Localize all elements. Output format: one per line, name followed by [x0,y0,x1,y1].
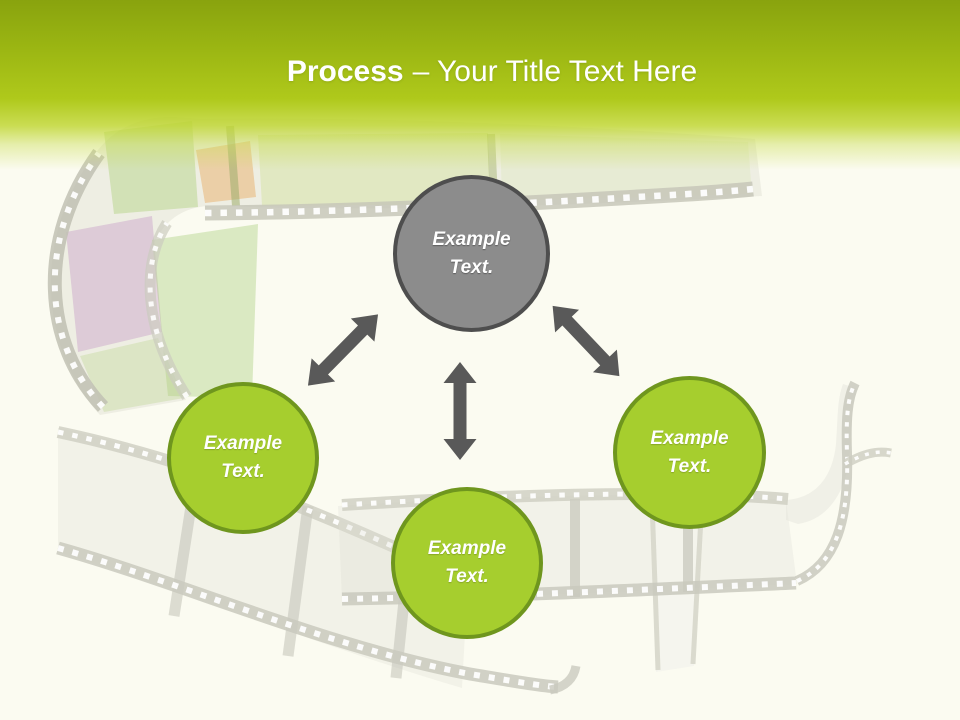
double-arrow-left-icon [307,314,379,386]
node-bottom: Example Text. [391,487,543,639]
node-left: Example Text. [167,382,319,534]
node-left-line1: Example [203,433,283,454]
node-center-line1: Example [432,228,511,250]
node-right-line2: Text. [667,455,712,477]
double-arrow-center-icon [443,362,477,460]
slide-title: Process– Your Title Text Here [12,53,960,91]
node-bottom-line2: Text. [445,566,489,587]
double-arrow-right-icon [552,305,620,377]
title-bold: Process [286,55,404,88]
node-center-line2: Text. [449,256,494,278]
node-bottom-line1: Example [427,538,507,559]
node-center: Example Text. [393,175,550,332]
node-left-line2: Text. [221,461,265,482]
title-rest: – Your Title Text Here [412,55,698,88]
node-right: Example Text. [613,376,766,529]
node-right-line1: Example [650,427,729,449]
